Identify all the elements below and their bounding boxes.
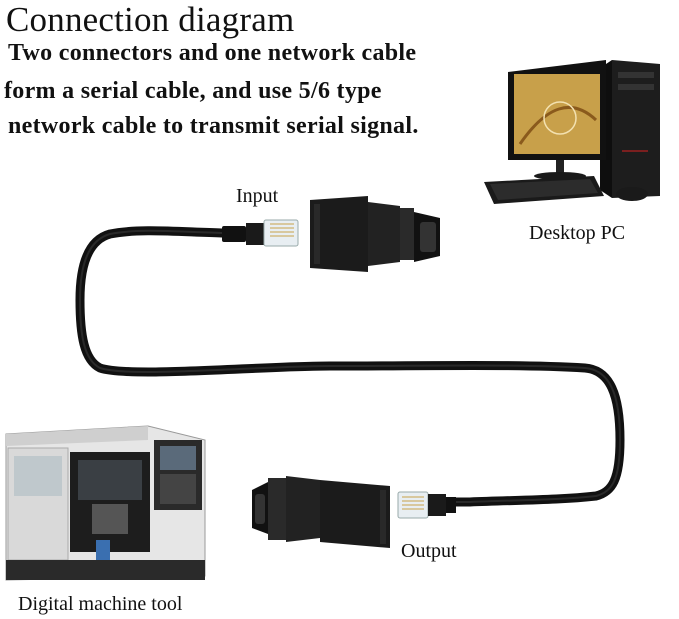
description-line-2: form a serial cable, and use 5/6 type <box>4 78 382 104</box>
input-rj45-plug <box>222 219 299 247</box>
output-db9-connector <box>252 476 390 548</box>
output-label: Output <box>401 540 457 562</box>
description-line-1: Two connectors and one network cable <box>8 40 417 66</box>
flat-network-cable <box>75 226 625 507</box>
desktop-pc-icon <box>484 60 660 204</box>
description-line-3: network cable to transmit serial signal. <box>8 113 419 139</box>
input-db9-connector <box>310 196 440 272</box>
machine-tool-label: Digital machine tool <box>18 593 183 615</box>
input-label: Input <box>236 185 279 207</box>
output-rj45-plug <box>397 491 456 519</box>
cnc-machine-icon <box>5 425 206 581</box>
page-title: Connection diagram <box>6 0 295 39</box>
desktop-pc-label: Desktop PC <box>529 222 626 244</box>
